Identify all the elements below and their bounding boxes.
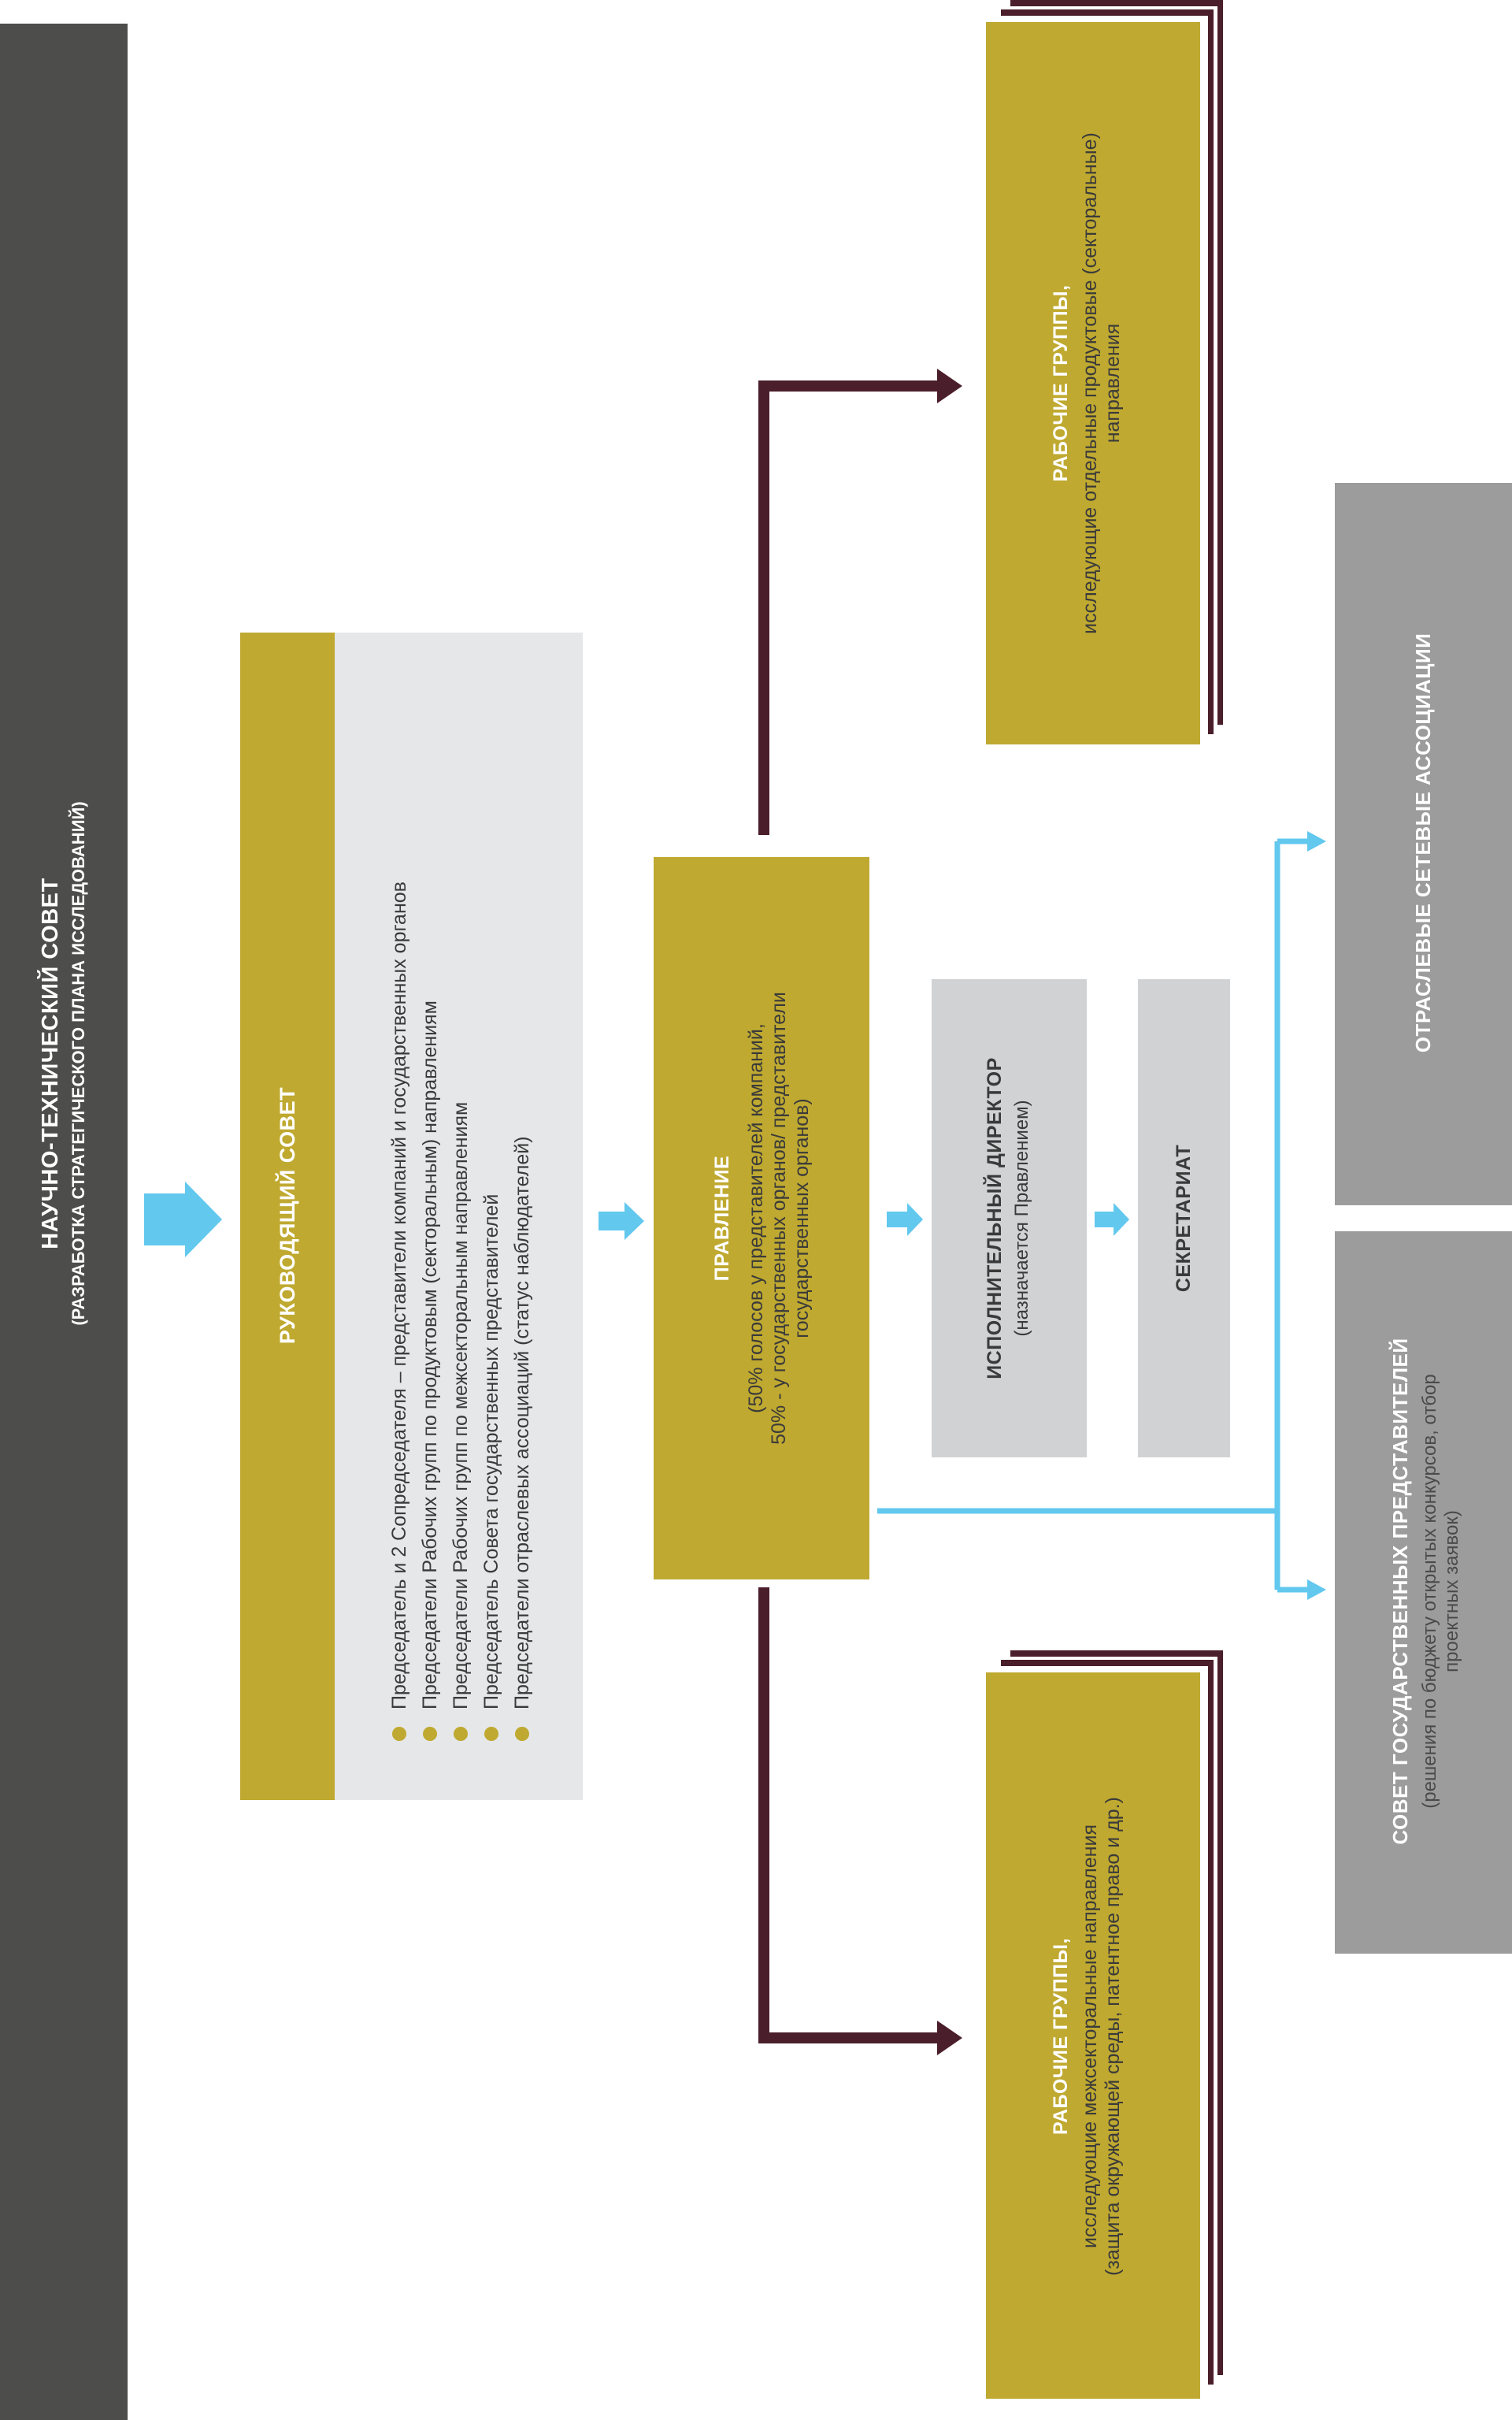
arrow-head-gov-council — [1307, 1579, 1326, 1600]
board-line3: государственных органов) — [791, 1098, 813, 1338]
gov-council-box — [1335, 1231, 1512, 1954]
bullet-icon — [515, 1727, 529, 1741]
director-title: ИСПОЛНИТЕЛЬНЫЙ ДИРЕКТОР — [983, 1057, 1006, 1379]
director-text: ИСПОЛНИТЕЛЬНЫЙ ДИРЕКТОР (назначается Пра… — [937, 983, 1079, 1453]
arrow-nts-to-steering — [144, 1182, 222, 1257]
associations-title: ОТРАСЛЕВЫЕ СЕТЕВЫЕ АССОЦИАЦИИ — [1411, 633, 1435, 1053]
bullet-icon — [392, 1727, 406, 1741]
bullet-icon — [423, 1727, 437, 1741]
board-line1: (50% голосов у представителей компаний, — [745, 1023, 767, 1413]
steering-item: Председатель Совета государственных пред… — [480, 1194, 503, 1741]
steering-item: Председатели Рабочих групп по межсектора… — [450, 1102, 472, 1741]
wg-product-line2: направления — [1101, 323, 1124, 444]
director-note: (назначается Правлением) — [1010, 1100, 1032, 1337]
wg-cross-text: РАБОЧИЕ ГРУППЫ, исследующие межсектораль… — [992, 1678, 1181, 2395]
steering-item: Председатель и 2 Сопредседателя – предст… — [388, 882, 411, 1741]
arrow-board-to-director — [887, 1203, 923, 1236]
gov-council-title: СОВЕТ ГОСУДАРСТВЕННЫХ ПРЕДСТАВИТЕЛЕЙ — [1388, 1338, 1412, 1845]
secretariat-title: СЕКРЕТАРИАТ — [1173, 1144, 1195, 1293]
board-box — [654, 857, 869, 1579]
gov-council-line1: (решения по бюджету открытых конкурсов, … — [1418, 1374, 1440, 1809]
wg-cross-line1: исследующие межсекторальные направления — [1078, 1824, 1101, 2248]
secretariat-text: СЕКРЕТАРИАТ — [1138, 983, 1230, 1453]
connector-board-to-wg-cross — [758, 1587, 941, 2043]
bullet-icon — [484, 1727, 498, 1741]
associations-text: ОТРАСЛЕВЫЕ СЕТЕВЫЕ АССОЦИАЦИИ — [1335, 483, 1512, 1203]
arrow-head-wg-cross — [937, 2021, 962, 2055]
wg-product-box — [986, 22, 1200, 744]
gov-council-text: СОВЕТ ГОСУДАРСТВЕННЫХ ПРЕДСТАВИТЕЛЕЙ (ре… — [1343, 1231, 1508, 1951]
wg-cross-line2: (защита окружающей среды, патентное прав… — [1101, 1797, 1124, 2276]
wg-cross-title: РАБОЧИЕ ГРУППЫ, — [1049, 1937, 1072, 2136]
secretariat-box — [1138, 979, 1230, 1457]
steering-item: Председатели отраслевых ассоциаций (стат… — [511, 1136, 534, 1741]
board-text: ПРАВЛЕНИЕ (50% голосов у представителей … — [664, 861, 861, 1576]
steering-item: Председатели Рабочих групп по продуктовы… — [419, 1000, 442, 1741]
bullet-icon — [454, 1727, 468, 1741]
board-title: ПРАВЛЕНИЕ — [711, 1155, 733, 1282]
wg-product-line1: исследующие отдельные продуктовые (секто… — [1078, 132, 1101, 634]
nts-bar — [0, 24, 128, 2420]
arrow-director-to-secretariat — [1095, 1203, 1129, 1236]
steering-list: Председатель и 2 Сопредседателя – предст… — [370, 717, 551, 1741]
arrow-head-associations — [1307, 831, 1326, 852]
steering-council-header — [240, 633, 335, 1800]
steering-title: РУКОВОДЯЩИЙ СОВЕТ — [275, 1086, 299, 1345]
associations-box — [1335, 483, 1512, 1205]
wg-product-text: РАБОЧИЕ ГРУППЫ, исследующие отдельные пр… — [992, 26, 1181, 740]
board-line2: 50% - у государственных органов/ предста… — [768, 992, 790, 1445]
steering-title-wrap: РУКОВОДЯЩИЙ СОВЕТ — [248, 633, 327, 1798]
connector-board-to-wg-product — [758, 380, 941, 835]
wg-product-title: РАБОЧИЕ ГРУППЫ, — [1049, 284, 1072, 482]
gov-council-line2: проектных заявок) — [1440, 1510, 1462, 1672]
director-box — [932, 979, 1087, 1457]
arrow-head-wg-product — [937, 369, 962, 403]
wg-cross-box — [986, 1672, 1200, 2399]
arrow-steering-to-board — [598, 1202, 644, 1240]
